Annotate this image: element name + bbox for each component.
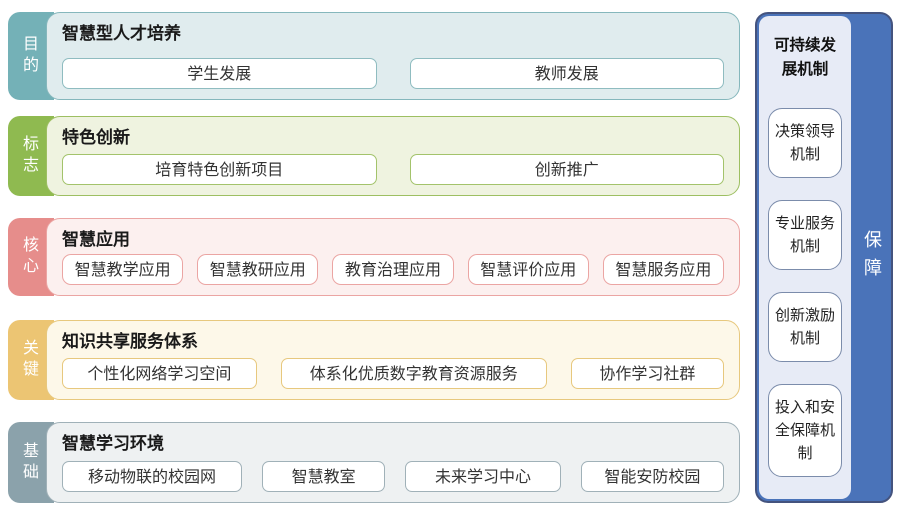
mechanism-box: 决策领导机制 (768, 108, 842, 178)
mechanism-box: 投入和安全保障机制 (768, 384, 842, 477)
layer-core: 核心 智慧应用 智慧教学应用 智慧教研应用 教育治理应用 智慧评价应用 智慧服务… (8, 218, 740, 296)
layer-key: 关键 知识共享服务体系 个性化网络学习空间 体系化优质数字教育资源服务 协作学习… (8, 320, 740, 400)
layer-base-items: 移动物联的校园网 智慧教室 未来学习中心 智能安防校园 (62, 461, 724, 492)
item-box: 移动物联的校园网 (62, 461, 242, 492)
layer-core-items: 智慧教学应用 智慧教研应用 教育治理应用 智慧评价应用 智慧服务应用 (62, 254, 725, 285)
item-box: 智慧教学应用 (62, 254, 184, 285)
item-box: 创新推广 (409, 154, 724, 185)
layer-core-panel: 智慧应用 智慧教学应用 智慧教研应用 教育治理应用 智慧评价应用 智慧服务应用 (46, 218, 740, 296)
layer-key-items: 个性化网络学习空间 体系化优质数字教育资源服务 协作学习社群 (62, 358, 725, 389)
item-box: 协作学习社群 (570, 358, 725, 389)
layer-purpose-title: 智慧型人才培养 (62, 24, 181, 43)
mechanism-box: 专业服务机制 (768, 200, 842, 270)
item-box: 未来学习中心 (405, 461, 561, 492)
item-box: 智慧评价应用 (467, 254, 589, 285)
sustainable-mechanism-panel: 可持续发展机制 决策领导机制 专业服务机制 创新激励机制 投入和安全保障机制 (759, 16, 851, 499)
item-box: 培育特色创新项目 (62, 154, 377, 185)
layer-mark-panel: 特色创新 培育特色创新项目 创新推广 (46, 116, 740, 196)
item-box: 个性化网络学习空间 (62, 358, 257, 389)
item-box: 智慧教研应用 (197, 254, 319, 285)
layer-mark-items: 培育特色创新项目 创新推广 (62, 154, 724, 185)
layer-mark: 标志 特色创新 培育特色创新项目 创新推广 (8, 116, 740, 196)
guarantee-column: 可持续发展机制 决策领导机制 专业服务机制 创新激励机制 投入和安全保障机制 保… (755, 12, 893, 503)
sustainable-mechanism-title: 可持续发展机制 (773, 37, 836, 78)
layers-column: 目的 智慧型人才培养 学生发展 教师发展 标志 特色创新 培育特色创新项目 创新… (8, 12, 740, 503)
item-box: 智慧服务应用 (602, 254, 725, 285)
layer-purpose-panel: 智慧型人才培养 学生发展 教师发展 (46, 12, 740, 100)
item-box: 智慧教室 (261, 461, 386, 492)
item-box: 智能安防校园 (580, 461, 724, 492)
item-box: 体系化优质数字教育资源服务 (280, 358, 547, 389)
item-box: 教师发展 (409, 58, 724, 89)
guarantee-label: 保障 (862, 229, 882, 286)
mechanism-box: 创新激励机制 (768, 292, 842, 362)
layer-key-title: 知识共享服务体系 (62, 332, 198, 351)
layer-base-panel: 智慧学习环境 移动物联的校园网 智慧教室 未来学习中心 智能安防校园 (46, 422, 740, 503)
layer-base: 基础 智慧学习环境 移动物联的校园网 智慧教室 未来学习中心 智能安防校园 (8, 422, 740, 503)
layer-core-title: 智慧应用 (62, 230, 130, 249)
layer-purpose-items: 学生发展 教师发展 (62, 58, 724, 89)
item-box: 教育治理应用 (332, 254, 454, 285)
layer-mark-title: 特色创新 (62, 128, 130, 147)
layer-key-panel: 知识共享服务体系 个性化网络学习空间 体系化优质数字教育资源服务 协作学习社群 (46, 320, 740, 400)
layer-purpose: 目的 智慧型人才培养 学生发展 教师发展 (8, 12, 740, 100)
item-box: 学生发展 (62, 58, 377, 89)
layer-base-title: 智慧学习环境 (62, 434, 164, 453)
